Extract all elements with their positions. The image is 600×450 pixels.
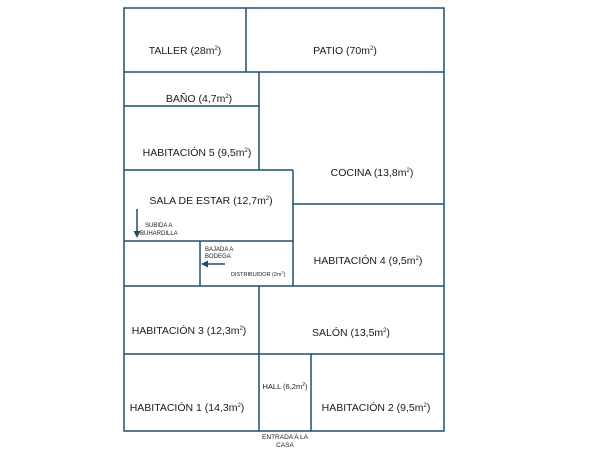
room-bano: BAÑO (4,7m2) xyxy=(166,92,232,105)
stair-arrows xyxy=(133,209,225,268)
room-distribuidor: DISTRIBUIDOR (2m2) xyxy=(231,270,286,279)
note-entrada-line2: CASA xyxy=(276,442,294,449)
room-salon: SALÓN (13,5m2) xyxy=(312,326,390,339)
outer-wall xyxy=(123,7,445,432)
note-bajada-line2: BODEGA xyxy=(205,254,231,260)
room-taller: TALLER (28m2) xyxy=(149,45,222,57)
note-subida-line2: BUHARDILLA xyxy=(140,231,178,237)
note-bajada-line1: BAJADA A xyxy=(205,247,233,253)
room-habitacion-1: HABITACIÓN 1 (14,3m2) xyxy=(130,401,245,414)
room-cocina: COCINA (13,8m2) xyxy=(331,167,414,179)
room-habitacion-5: HABITACIÓN 5 (9,5m2) xyxy=(143,146,252,159)
room-hall: HALL (6,2m2) xyxy=(262,382,308,391)
room-habitacion-3: HABITACIÓN 3 (12,3m2) xyxy=(132,324,247,337)
note-entrada-line1: ENTRADA A LA xyxy=(262,434,309,441)
arrow-down-head xyxy=(133,231,141,238)
note-subida-line1: SUBIDA A xyxy=(145,223,172,229)
walls xyxy=(123,7,445,432)
arrow-left-head xyxy=(201,260,208,268)
room-sala-de-estar: SALA DE ESTAR (12,7m2) xyxy=(149,195,272,207)
room-habitacion-4: HABITACIÓN 4 (9,5m2) xyxy=(314,254,423,267)
room-patio: PATIO (70m2) xyxy=(313,45,377,57)
room-habitacion-2: HABITACIÓN 2 (9,5m2) xyxy=(322,401,431,414)
